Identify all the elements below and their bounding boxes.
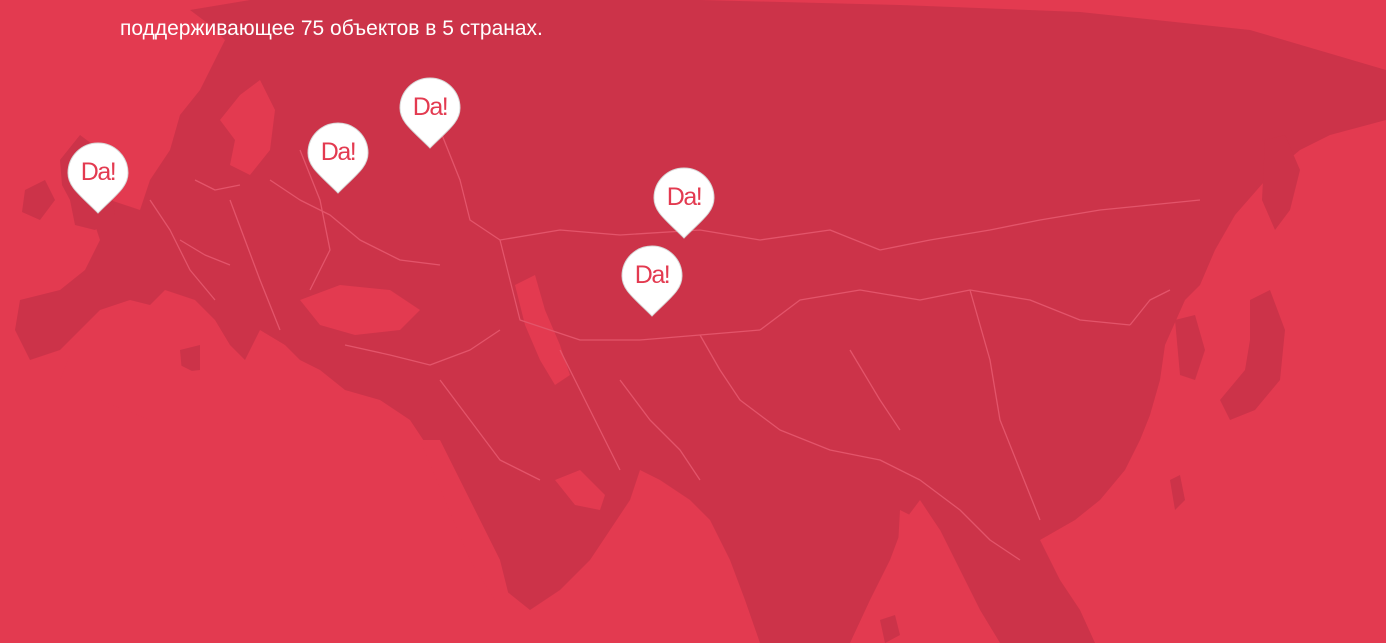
location-pin-moscow[interactable]: Da! xyxy=(398,76,462,150)
red-sea xyxy=(420,440,510,600)
pin-label: Da! xyxy=(80,158,117,186)
bay-of-bengal xyxy=(895,510,1000,643)
pin-label: Da! xyxy=(634,261,671,289)
location-pin-belarus[interactable]: Da! xyxy=(306,121,370,195)
caspian-sea xyxy=(515,275,570,385)
map-pin-icon xyxy=(621,245,683,317)
pin-label: Da! xyxy=(666,183,703,211)
landmass xyxy=(15,0,1386,643)
location-pin-uk[interactable]: Da! xyxy=(66,141,130,215)
country-borders xyxy=(149,129,1201,561)
pin-label: Da! xyxy=(412,93,449,121)
location-pin-kazakhstan-south[interactable]: Da! xyxy=(620,244,684,318)
map-pin-icon xyxy=(653,167,715,239)
map-pin-icon xyxy=(307,122,369,194)
map-pin-icon xyxy=(67,142,129,214)
persian-gulf xyxy=(555,470,605,510)
map-pin-icon xyxy=(399,77,461,149)
map-caption: поддерживающее 75 объектов в 5 странах. xyxy=(120,17,543,40)
location-pin-kazakhstan-north[interactable]: Da! xyxy=(652,166,716,240)
black-sea xyxy=(300,285,420,335)
baltic-sea xyxy=(220,80,275,175)
mediterranean-sea xyxy=(60,340,380,430)
pin-label: Da! xyxy=(320,138,357,166)
